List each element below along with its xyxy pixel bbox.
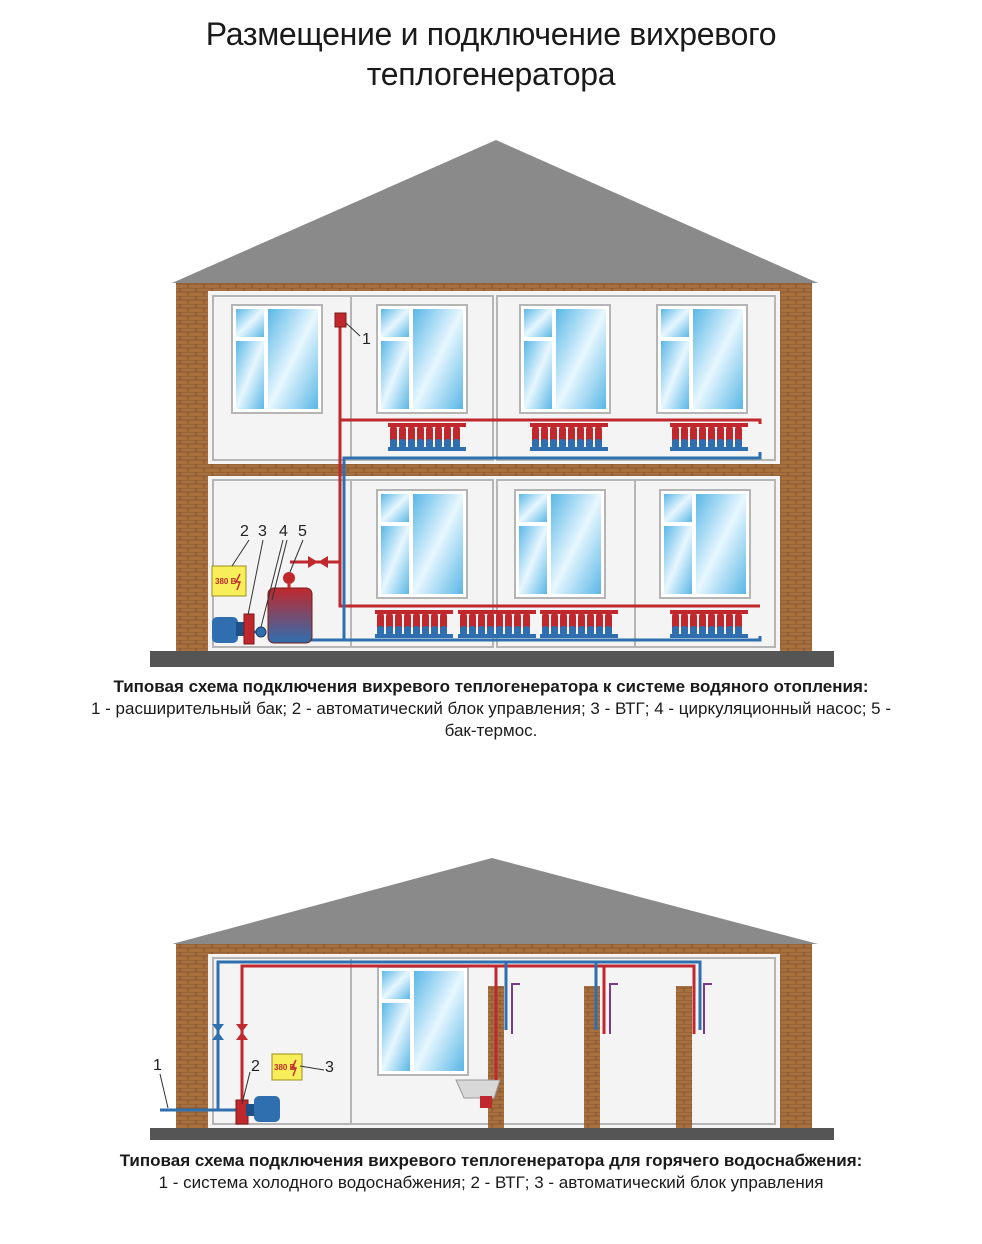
- heating-caption: Типовая схема подключения вихревого тепл…: [80, 676, 902, 742]
- ground-2: [150, 1128, 834, 1140]
- page-title: Размещение и подключение вихревого тепло…: [0, 14, 982, 94]
- window-floor2-1: [231, 304, 323, 414]
- lightning-icon: [234, 573, 242, 591]
- radiator-floor2-2: [530, 423, 608, 451]
- control-unit-voltage: 380 В: [215, 577, 237, 586]
- window-hot-water-room: [377, 966, 469, 1076]
- expansion-tank: [334, 312, 347, 328]
- brick-wall-left-2: [176, 944, 208, 1128]
- label-1-cold-water: 1: [153, 1057, 162, 1074]
- roof: [172, 140, 818, 283]
- control-unit-2-voltage: 380 В: [274, 1063, 296, 1072]
- window-floor1-2: [514, 489, 606, 599]
- heating-caption-legend: 1 - расширительный бак; 2 - автоматическ…: [90, 699, 892, 740]
- circulation-pump: [255, 626, 267, 638]
- radiator-floor2-3: [670, 423, 748, 451]
- valve-icon: [308, 556, 318, 568]
- hot-water-diagram: 380 В 1 2 3: [150, 858, 834, 1140]
- hot-water-caption-legend: 1 - система холодного водоснабжения; 2 -…: [158, 1173, 824, 1192]
- radiator-floor2-1: [388, 423, 466, 451]
- radiator-floor1-2: [458, 610, 536, 638]
- hot-valve-icon: [236, 1024, 248, 1040]
- hot-water-caption: Типовая схема подключения вихревого тепл…: [80, 1150, 902, 1194]
- label-1-expansion-tank: 1: [362, 331, 371, 348]
- label-3-heat-generator: 3: [258, 523, 267, 540]
- radiator-floor1-3: [540, 610, 618, 638]
- partition-3: [676, 986, 692, 1128]
- window-floor1-1: [376, 489, 468, 599]
- label-3-control-unit: 3: [325, 1059, 334, 1076]
- hot-water-caption-title: Типовая схема подключения вихревого тепл…: [119, 1151, 863, 1170]
- window-floor2-2: [376, 304, 468, 414]
- control-unit-2: [271, 1053, 303, 1081]
- radiator-floor1-1: [375, 610, 453, 638]
- generator-unit-2: [254, 1096, 280, 1122]
- control-unit: [211, 565, 247, 597]
- window-floor2-3: [519, 304, 611, 414]
- sink: [455, 1079, 501, 1099]
- heating-diagram: 1 380 В 2 3 4 5: [150, 140, 834, 667]
- page-title-line-2: теплогенератора: [366, 56, 616, 92]
- thermos-tank: [267, 587, 313, 644]
- generator-unit: [212, 617, 238, 643]
- window-floor2-4: [656, 304, 748, 414]
- label-5-thermos-tank: 5: [298, 523, 307, 540]
- brick-wall-right-2: [780, 944, 812, 1128]
- brick-floor-slab: [208, 464, 780, 476]
- window-floor1-3: [659, 489, 751, 599]
- label-2-heat-generator: 2: [251, 1058, 260, 1075]
- ground: [150, 651, 834, 667]
- label-4-pump: 4: [279, 523, 288, 540]
- heating-caption-title: Типовая схема подключения вихревого тепл…: [113, 677, 869, 696]
- cold-valve-icon: [212, 1024, 224, 1040]
- lightning-icon-2: [290, 1059, 298, 1077]
- brick-wall-left: [176, 283, 208, 651]
- vortex-heat-generator: [243, 613, 255, 645]
- radiator-floor1-4: [670, 610, 748, 638]
- partition-2: [584, 986, 600, 1128]
- page-title-line-1: Размещение и подключение вихревого: [205, 16, 777, 52]
- brick-wall-right: [780, 283, 812, 651]
- roof-2: [172, 858, 818, 944]
- label-2-control-unit: 2: [240, 523, 249, 540]
